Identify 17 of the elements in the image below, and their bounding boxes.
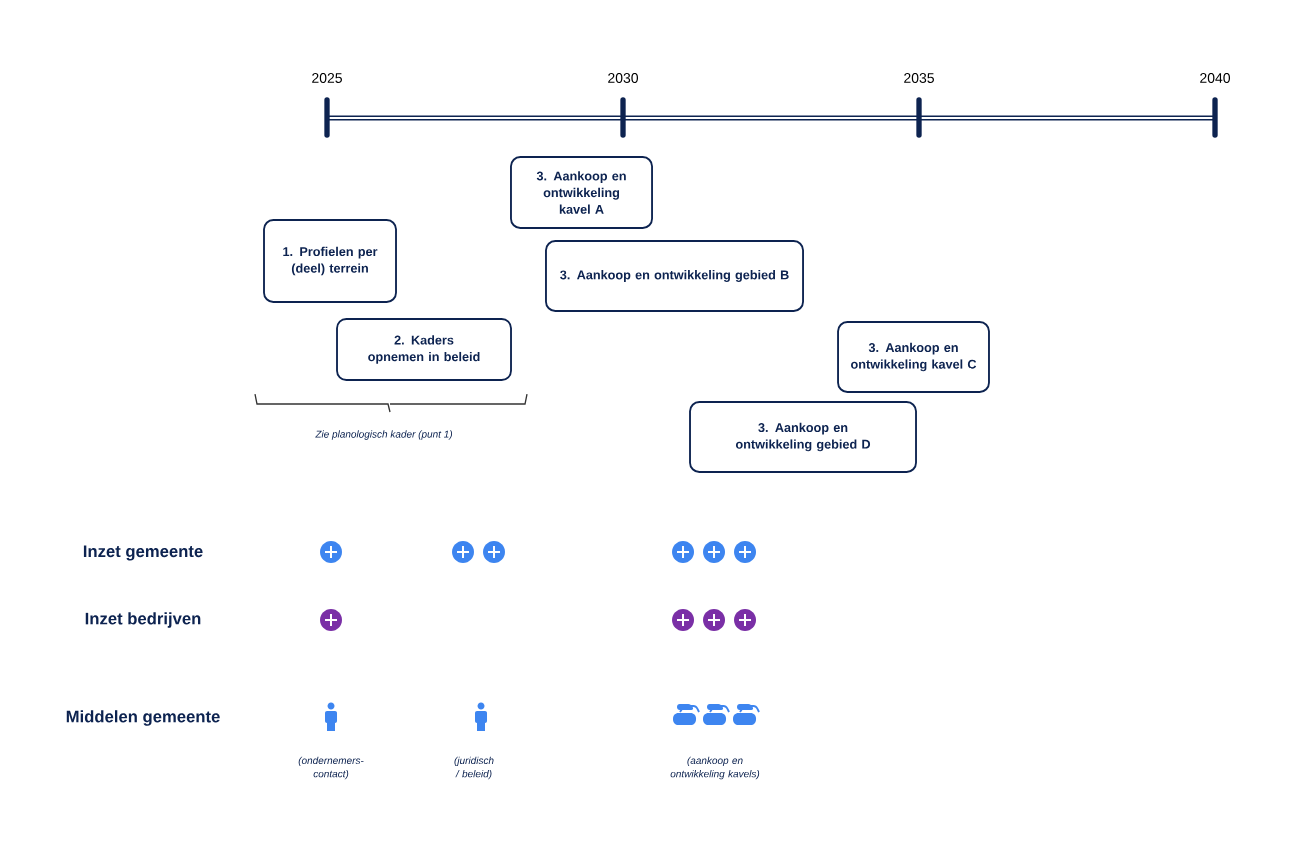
process-box: 3. Aankoop en ontwikkeling kavel C — [837, 321, 990, 393]
year-label: 2025 — [312, 73, 342, 83]
process-box: 3. Aankoop en ontwikkeling gebied B — [545, 240, 804, 312]
year-label: 2040 — [1200, 73, 1231, 83]
row-label: Inzet bedrijven — [85, 612, 201, 628]
year-label: 2030 — [608, 73, 639, 83]
process-box: 1. Profielen per (deel) terrein — [263, 219, 397, 303]
bracket-note: Zie planologisch kader (punt 1) — [315, 430, 453, 440]
process-box: 3. Aankoop en ontwikkeling kavel A — [510, 156, 653, 229]
process-box: 3. Aankoop en ontwikkeling gebied D — [689, 401, 917, 473]
row-label: Middelen gemeente — [66, 710, 220, 726]
year-label: 2035 — [904, 73, 934, 83]
icon-caption: (juridisch / beleid) — [454, 756, 494, 780]
process-box: 2. Kaders opnemen in beleid — [336, 318, 512, 381]
icon-caption: (ondernemers-contact) — [298, 756, 364, 780]
icon-caption: (aankoop en ontwikkeling kavels) — [670, 756, 760, 780]
row-label: Inzet gemeente — [83, 545, 203, 561]
